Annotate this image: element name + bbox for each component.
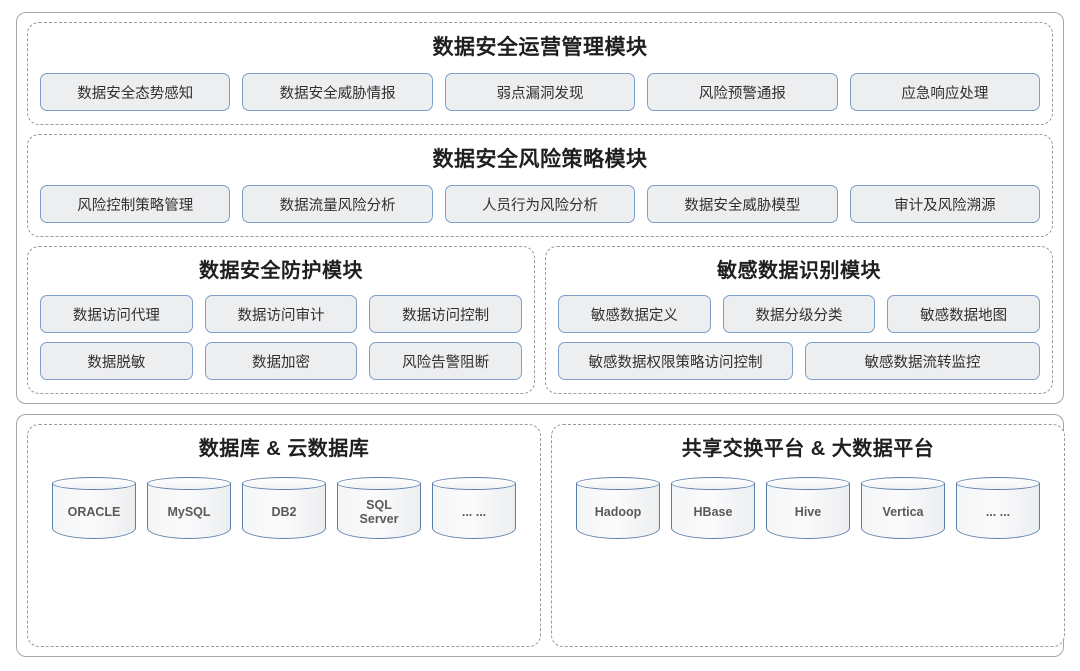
chip-emergency-response[interactable]: 应急响应处理 [849, 73, 1041, 112]
chip-data-classification-grading[interactable]: 数据分级分类 [722, 295, 876, 334]
cylinder-body-icon [766, 483, 850, 540]
chip-row: 风险控制策略管理 数据流量风险分析 人员行为风险分析 数据安全威胁模型 审计及风… [40, 185, 1041, 224]
platform-cylinder-hbase[interactable]: HBase [671, 477, 755, 540]
chip-security-threat-model[interactable]: 数据安全威胁模型 [647, 185, 838, 224]
panel-databases: 数据库 & 云数据库 ORACLE MySQL [27, 424, 541, 647]
cylinder-body-icon [956, 483, 1040, 540]
cylinder-body-icon [242, 483, 326, 540]
platform-cylinder-vertica[interactable]: Vertica [861, 477, 945, 540]
panel-title-sensitive-data-identification: 敏感数据识别模块 [717, 260, 881, 283]
database-cylinder-sql-server[interactable]: SQL Server [337, 477, 421, 540]
platform-cylinder-more[interactable]: ... ... [956, 477, 1040, 540]
cylinder-top-icon [671, 477, 755, 491]
cylinder-top-icon [242, 477, 326, 491]
platform-cylinder-hadoop[interactable]: Hadoop [576, 477, 660, 540]
cylinder-label: DB2 [271, 505, 297, 520]
panel-risk-policy: 数据安全风险策略模块 风险控制策略管理 数据流量风险分析 人员行为风险分析 数据… [27, 134, 1053, 238]
cylinder-row-platforms: Hadoop HBase Hive Ve [564, 473, 1052, 541]
panel-title-risk-policy: 数据安全风险策略模块 [432, 148, 648, 172]
cylinder-body-icon [576, 483, 660, 540]
panel-security-operations: 数据安全运营管理模块 数据安全态势感知 数据安全威胁情报 弱点漏洞发现 风险预警… [27, 22, 1053, 126]
cylinder-top-icon [861, 477, 945, 491]
chip-row: 数据脱敏 数据加密 风险告警阻断 [40, 342, 523, 381]
cylinder-top-icon [766, 477, 850, 491]
panel-data-protection: 数据安全防护模块 数据访问代理 数据访问审计 数据访问控制 数据脱敏 数据加密 … [27, 246, 535, 395]
chip-security-threat-intelligence[interactable]: 数据安全威胁情报 [242, 73, 433, 112]
cylinder-body-icon [147, 483, 231, 540]
chip-risk-warning-notification[interactable]: 风险预警通报 [647, 73, 838, 112]
database-cylinder-more[interactable]: ... ... [432, 477, 516, 540]
database-cylinder-db2[interactable]: DB2 [242, 477, 326, 540]
chip-vulnerability-discovery[interactable]: 弱点漏洞发现 [444, 73, 636, 112]
cylinder-top-icon [337, 477, 421, 491]
platform-cylinder-hive[interactable]: Hive [766, 477, 850, 540]
chip-risk-control-policy-management[interactable]: 风险控制策略管理 [40, 185, 231, 224]
chip-data-access-audit[interactable]: 数据访问审计 [204, 295, 358, 334]
cylinder-top-icon [956, 477, 1040, 491]
cylinder-label: Hadoop [594, 505, 642, 520]
cylinder-row-databases: ORACLE MySQL DB2 SQL [40, 473, 528, 541]
cylinder-label: Hive [794, 505, 822, 520]
panel-title-platforms: 共享交换平台 & 大数据平台 [681, 438, 935, 461]
panel-title-data-protection: 数据安全防护模块 [199, 260, 363, 283]
platform-layers-container: 数据安全运营管理模块 数据安全态势感知 数据安全威胁情报 弱点漏洞发现 风险预警… [16, 12, 1064, 405]
database-cylinder-oracle[interactable]: ORACLE [52, 477, 136, 540]
chip-data-access-control[interactable]: 数据访问控制 [369, 295, 523, 334]
cylinder-label: Vertica [882, 505, 924, 520]
cylinder-label: SQL Server [359, 498, 399, 527]
cylinder-body-icon [52, 483, 136, 540]
panel-platforms: 共享交换平台 & 大数据平台 Hadoop HBase [551, 424, 1065, 647]
cylinder-body-icon [337, 483, 421, 540]
panel-title-security-operations: 数据安全运营管理模块 [432, 36, 648, 59]
data-source-panel-pair-row: 数据库 & 云数据库 ORACLE MySQL [27, 424, 1065, 647]
cylinder-label: ... ... [985, 505, 1011, 520]
cylinder-label: MySQL [167, 505, 211, 520]
cylinder-label: ORACLE [67, 505, 121, 520]
chip-data-encryption[interactable]: 数据加密 [204, 342, 358, 381]
chip-row: 敏感数据定义 数据分级分类 敏感数据地图 [558, 295, 1041, 334]
panel-sensitive-data-identification: 敏感数据识别模块 敏感数据定义 数据分级分类 敏感数据地图 敏感数据权限策略访问… [545, 246, 1053, 395]
cylinder-top-icon [576, 477, 660, 491]
chip-sensitive-data-definition[interactable]: 敏感数据定义 [558, 295, 711, 334]
chip-security-situation-awareness[interactable]: 数据安全态势感知 [40, 73, 231, 112]
chip-row: 数据访问代理 数据访问审计 数据访问控制 [40, 295, 523, 334]
cylinder-label: ... ... [461, 505, 487, 520]
chip-sensitive-data-permission-policy-access-control[interactable]: 敏感数据权限策略访问控制 [558, 342, 793, 381]
cylinder-top-icon [147, 477, 231, 491]
cylinder-top-icon [52, 477, 136, 491]
cylinder-body-icon [671, 483, 755, 540]
chip-row: 敏感数据权限策略访问控制 敏感数据流转监控 [558, 342, 1040, 381]
chip-sensitive-data-flow-monitoring[interactable]: 敏感数据流转监控 [805, 342, 1040, 381]
chip-personnel-behavior-risk-analysis[interactable]: 人员行为风险分析 [444, 185, 636, 224]
chip-sensitive-data-map[interactable]: 敏感数据地图 [887, 295, 1041, 334]
cylinder-label: HBase [693, 505, 733, 520]
chip-audit-and-risk-tracing[interactable]: 审计及风险溯源 [849, 185, 1041, 224]
panel-title-databases: 数据库 & 云数据库 [198, 438, 370, 461]
chip-data-flow-risk-analysis[interactable]: 数据流量风险分析 [242, 185, 433, 224]
database-cylinder-mysql[interactable]: MySQL [147, 477, 231, 540]
panel-pair-row: 数据安全防护模块 数据访问代理 数据访问审计 数据访问控制 数据脱敏 数据加密 … [27, 246, 1053, 395]
chip-risk-alert-blocking[interactable]: 风险告警阻断 [369, 342, 523, 381]
cylinder-body-icon [861, 483, 945, 540]
chip-data-masking[interactable]: 数据脱敏 [40, 342, 193, 381]
data-sources-container: 数据库 & 云数据库 ORACLE MySQL [16, 414, 1065, 657]
cylinder-body-icon [432, 483, 516, 540]
chip-row: 数据安全态势感知 数据安全威胁情报 弱点漏洞发现 风险预警通报 应急响应处理 [40, 73, 1041, 112]
chip-data-access-proxy[interactable]: 数据访问代理 [40, 295, 193, 334]
cylinder-top-icon [432, 477, 516, 491]
